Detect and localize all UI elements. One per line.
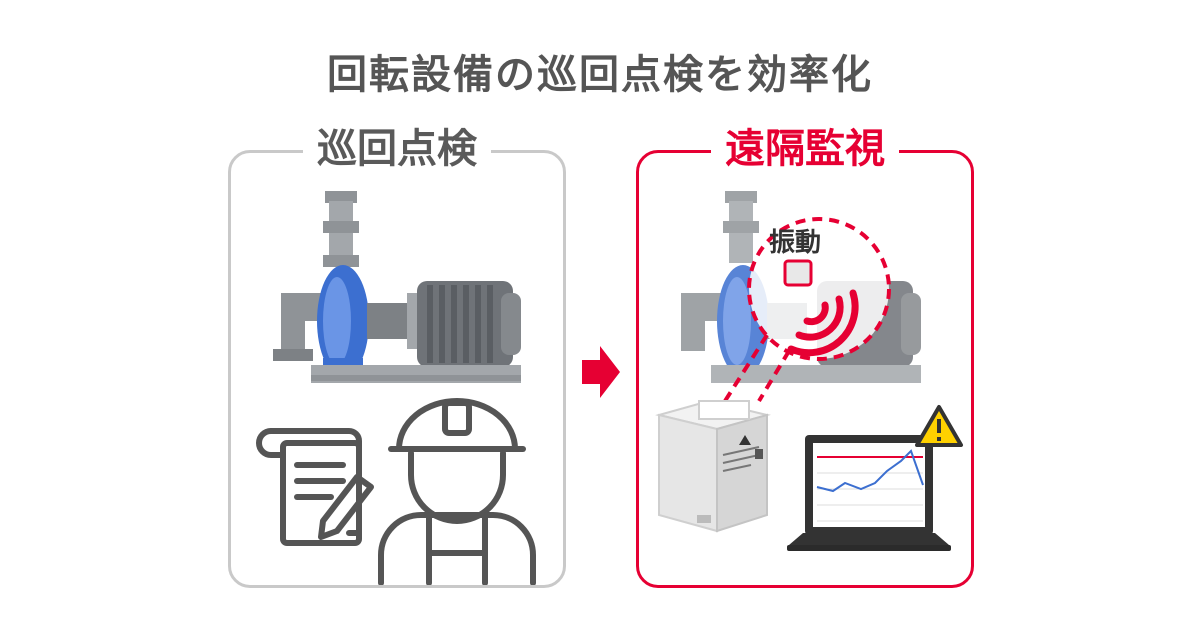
warning-icon: [915, 405, 963, 447]
panel-remote-label: 遠隔監視: [711, 121, 899, 177]
pump-motor-icon: [655, 191, 963, 551]
panel-remote-monitoring: 遠隔監視: [636, 121, 974, 588]
page-title: 回転設備の巡回点検を効率化: [327, 52, 873, 98]
laptop-icon: [787, 435, 951, 551]
pencil-icon: [318, 474, 374, 540]
vibration-label: 振動: [769, 228, 822, 258]
vibration-sensor-icon: [655, 399, 771, 533]
worker-icon: [378, 398, 536, 585]
pump-motor-icon: [256, 191, 536, 585]
panel-manual-label: 巡回点検: [303, 121, 491, 177]
panel-manual-inspection: 巡回点検: [228, 121, 566, 588]
checklist-icon: [256, 428, 362, 546]
arrow-right-icon: [582, 346, 620, 398]
